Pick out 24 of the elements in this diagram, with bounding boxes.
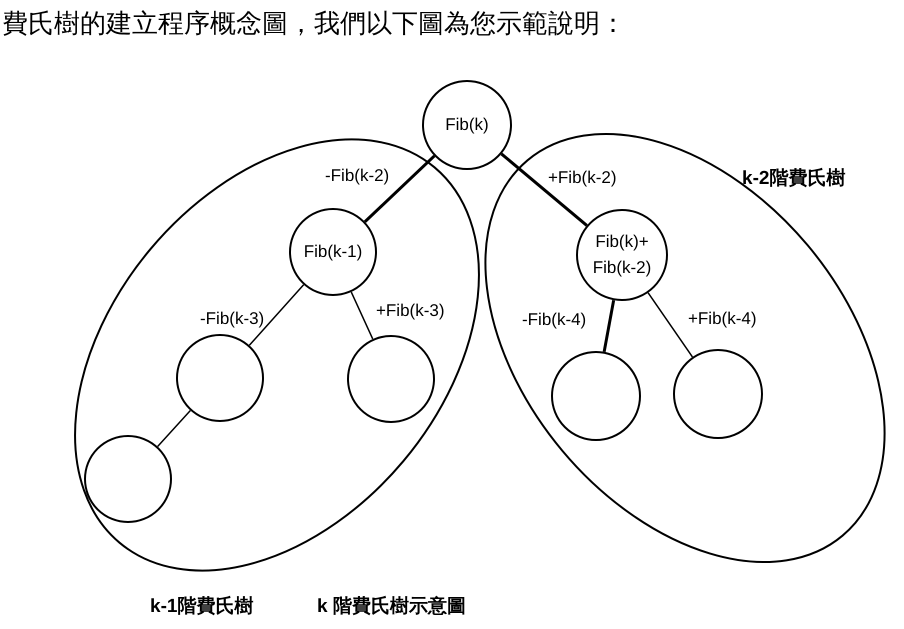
edge-label: +Fib(k-2) [548,168,616,188]
tree-edge [157,410,191,447]
edge-label: +Fib(k-4) [688,309,756,329]
empty-circle [176,334,264,422]
node-circle: Fib(k) [422,80,512,170]
empty-circle [347,335,435,423]
edge-label: -Fib(k-4) [522,310,586,330]
node-circle: Fib(k)+ Fib(k-2) [576,209,668,301]
tree-label: k-1階費氏樹 [150,594,254,619]
edge-label: -Fib(k-2) [325,166,390,186]
tree-edge [364,154,436,223]
empty-circle [551,351,641,441]
tree-edge [248,284,304,346]
tree-edge [648,292,694,358]
heading: 費氏樹的建立程序概念圖，我們以下圖為您示範說明： [2,8,626,41]
tree-edge [350,292,374,340]
empty-circle [84,435,172,523]
edge-label: +Fib(k-3) [376,301,444,321]
tree-edge [602,300,616,352]
empty-circle [673,349,763,439]
tree-label: k-2階費氏樹 [742,166,846,191]
node-circle: Fib(k-1) [289,208,377,296]
edge-label: -Fib(k-3) [200,309,264,329]
caption: k 階費氏樹示意圖 [317,594,466,619]
